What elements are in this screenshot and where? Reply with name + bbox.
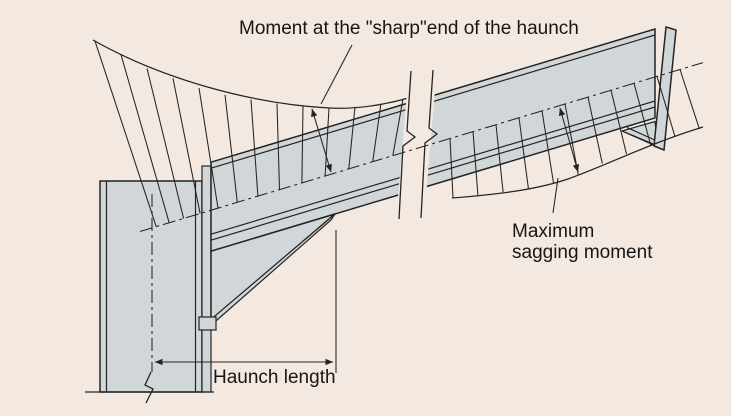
hatch-line xyxy=(348,106,356,169)
apex-end-plate xyxy=(653,26,677,152)
hatch-line xyxy=(172,78,201,214)
hatch-line xyxy=(250,99,259,197)
apex-haunch-flange-inner-line xyxy=(626,126,658,142)
apex-haunch-flange-line xyxy=(621,130,659,148)
break-line-right xyxy=(420,69,439,219)
max-sagging-moment-arrow xyxy=(558,107,580,173)
rafter-bottom-flange-mid-line xyxy=(210,106,656,241)
sharp-end-leader-line xyxy=(320,44,353,105)
sharp-end-moment-arrow xyxy=(311,108,332,173)
hogging-moment-curve xyxy=(92,39,413,109)
column xyxy=(99,180,203,393)
hatch-line xyxy=(633,83,652,146)
label-max-sagging-line2: sagging moment xyxy=(512,242,653,263)
hatch-line xyxy=(94,40,157,227)
hatch-line xyxy=(656,76,676,138)
label-haunch-length: Haunch length xyxy=(213,367,336,388)
label-max-sagging-line1: Maximum xyxy=(512,221,594,242)
haunch-bottom-bracket xyxy=(198,316,217,331)
hatch-line xyxy=(587,96,603,164)
sagging-leader-line xyxy=(552,177,559,214)
hatch-line xyxy=(120,54,170,223)
hatch-line xyxy=(449,138,454,198)
hatch-line xyxy=(679,69,700,130)
hatch-line xyxy=(146,68,185,219)
hatch-line xyxy=(301,105,304,183)
eaves-haunch xyxy=(198,213,336,331)
hatch-line xyxy=(372,103,382,162)
hatch-line xyxy=(472,131,479,196)
break-line-left xyxy=(398,70,417,220)
rafter-bottom-flange-top-line xyxy=(210,100,656,235)
eaves-end-plate xyxy=(201,165,212,393)
hatch-line xyxy=(392,98,404,156)
sagging-moment-curve xyxy=(451,126,704,199)
hatch-line xyxy=(495,124,504,193)
hatch-line xyxy=(224,94,238,203)
hatch-line xyxy=(541,110,555,183)
hatch-line xyxy=(276,103,281,190)
hatch-line xyxy=(610,90,628,155)
label-moment-sharp-end: Moment at the "sharp"end of the haunch xyxy=(239,18,579,39)
haunch-length-dimension xyxy=(154,230,337,373)
hatch-line xyxy=(198,87,219,209)
hatch-line xyxy=(518,117,530,190)
rafter-break xyxy=(396,67,439,221)
rafter-centerline xyxy=(139,62,704,233)
column-break-mark xyxy=(144,371,154,404)
